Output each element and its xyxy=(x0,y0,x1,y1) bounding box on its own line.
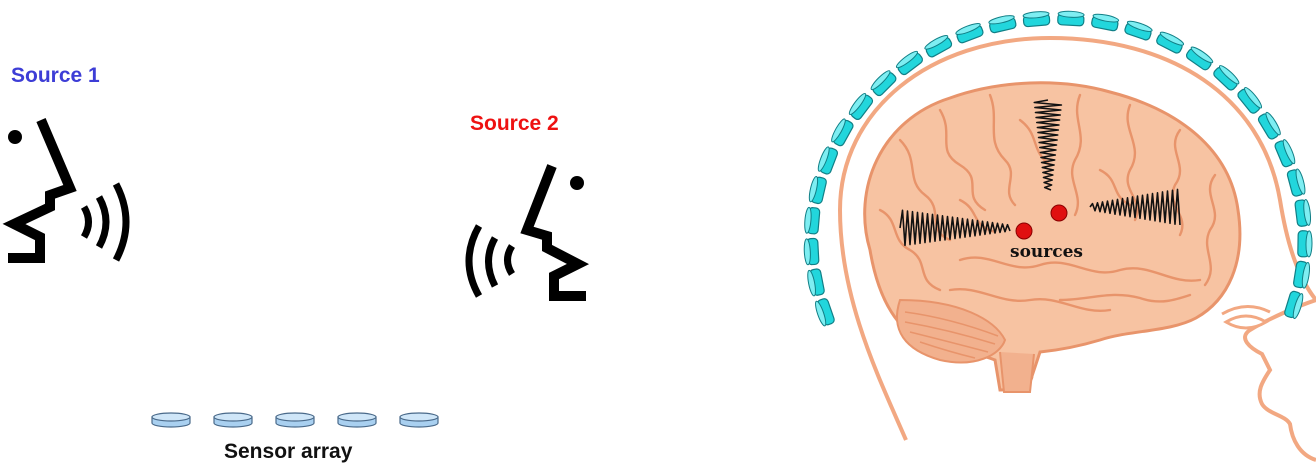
head-sensor-disk xyxy=(1257,111,1282,140)
head-sensor-disk xyxy=(830,118,855,148)
head-brain-illustration xyxy=(804,11,1316,460)
source-dot xyxy=(1016,223,1032,239)
sources-label: sources xyxy=(1010,242,1083,262)
head-sensor-disk xyxy=(1298,231,1312,257)
sensor-disk xyxy=(152,413,190,427)
head-sensor-disk xyxy=(988,14,1016,33)
head-sensor-disk xyxy=(1023,11,1050,27)
sensor-array xyxy=(152,413,438,427)
head-sensor-disk xyxy=(1295,199,1312,227)
speaker-1-icon xyxy=(8,120,126,260)
head-sensor-disk xyxy=(1274,139,1297,168)
head-sensor-disk xyxy=(1284,290,1305,319)
sensor-array-label: Sensor array xyxy=(224,440,352,464)
eye-icon xyxy=(1226,316,1266,328)
head-sensor-disk xyxy=(804,238,819,265)
head-sensor-disk xyxy=(1185,45,1214,71)
head-sensor-disk xyxy=(816,146,838,175)
source-2-label: Source 2 xyxy=(470,112,559,136)
head-sensor-disk xyxy=(1155,30,1185,54)
head-sensor-disk xyxy=(804,207,820,234)
head-sensor-disk xyxy=(806,268,825,296)
source-1-label: Source 1 xyxy=(11,64,100,88)
sensor-disk xyxy=(400,413,438,427)
source-dot xyxy=(1051,205,1067,221)
head-sensor-disk xyxy=(1091,13,1119,32)
head-sensor-disk xyxy=(1124,19,1153,41)
speaker-2-icon xyxy=(469,166,586,296)
head-sensor-disk xyxy=(814,298,836,327)
head-sensor-disk xyxy=(923,33,953,58)
head-sensor-disk xyxy=(955,22,984,44)
head-sensor-disk xyxy=(1287,168,1307,197)
sensor-disk xyxy=(214,413,252,427)
sensor-disk xyxy=(338,413,376,427)
sensor-disk xyxy=(276,413,314,427)
head-sensor-disk xyxy=(1058,11,1085,26)
head-sensor-disk xyxy=(808,176,827,204)
